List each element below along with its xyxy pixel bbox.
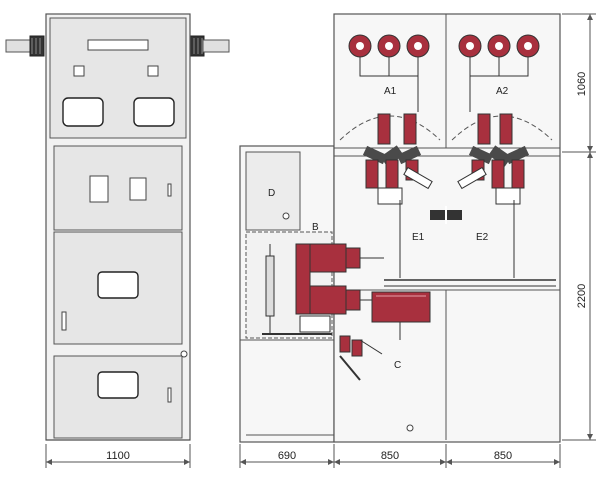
relay-window-right [129,177,147,201]
side-mid-width-label: 850 [381,450,399,462]
breaker-window [97,271,139,299]
cable-window [97,371,139,399]
side-right-width-label: 850 [494,450,512,462]
label-c: C [394,360,401,371]
relay-window-left [89,175,109,203]
cable-handle [167,387,172,403]
side-view: A1 A2 B C D E1 E2 [239,13,561,443]
window-left [62,97,104,127]
busbar-a2 [458,34,540,112]
front-width-dimension: 1100 [45,444,191,468]
disconnector-right [451,113,553,278]
side-main-cabinet [333,13,561,443]
height-dimensions: 1060 2200 [562,13,596,441]
window-right [133,97,175,127]
label-a2: A2 [496,86,509,97]
current-transformer [371,291,431,323]
height-top-label: 1060 [576,72,588,96]
compartment-d [245,151,301,231]
label-a1: A1 [384,86,397,97]
front-view [5,13,230,441]
side-width-dimensions: 690 850 850 [239,444,561,468]
relay-handle [167,183,172,197]
left-bushing [5,35,45,57]
disconnector-left [339,113,441,278]
front-knob [180,350,188,358]
front-width-label: 1100 [106,450,130,462]
indicator-left [73,65,85,77]
busbar-a1 [348,34,430,112]
side-left-width-label: 690 [278,450,296,462]
label-d: D [268,188,275,199]
height-bottom-label: 2200 [576,284,588,308]
indicator-right [147,65,159,77]
earthing-switch [339,335,383,381]
right-bushing [189,35,230,57]
nameplate [87,39,149,51]
label-b: B [312,222,319,233]
label-e2: E2 [476,232,489,243]
circuit-breaker [262,243,384,335]
breaker-handle [61,311,67,331]
label-e1: E1 [412,232,425,243]
front-relay-panel [53,145,183,231]
front-breaker-panel [53,231,183,345]
